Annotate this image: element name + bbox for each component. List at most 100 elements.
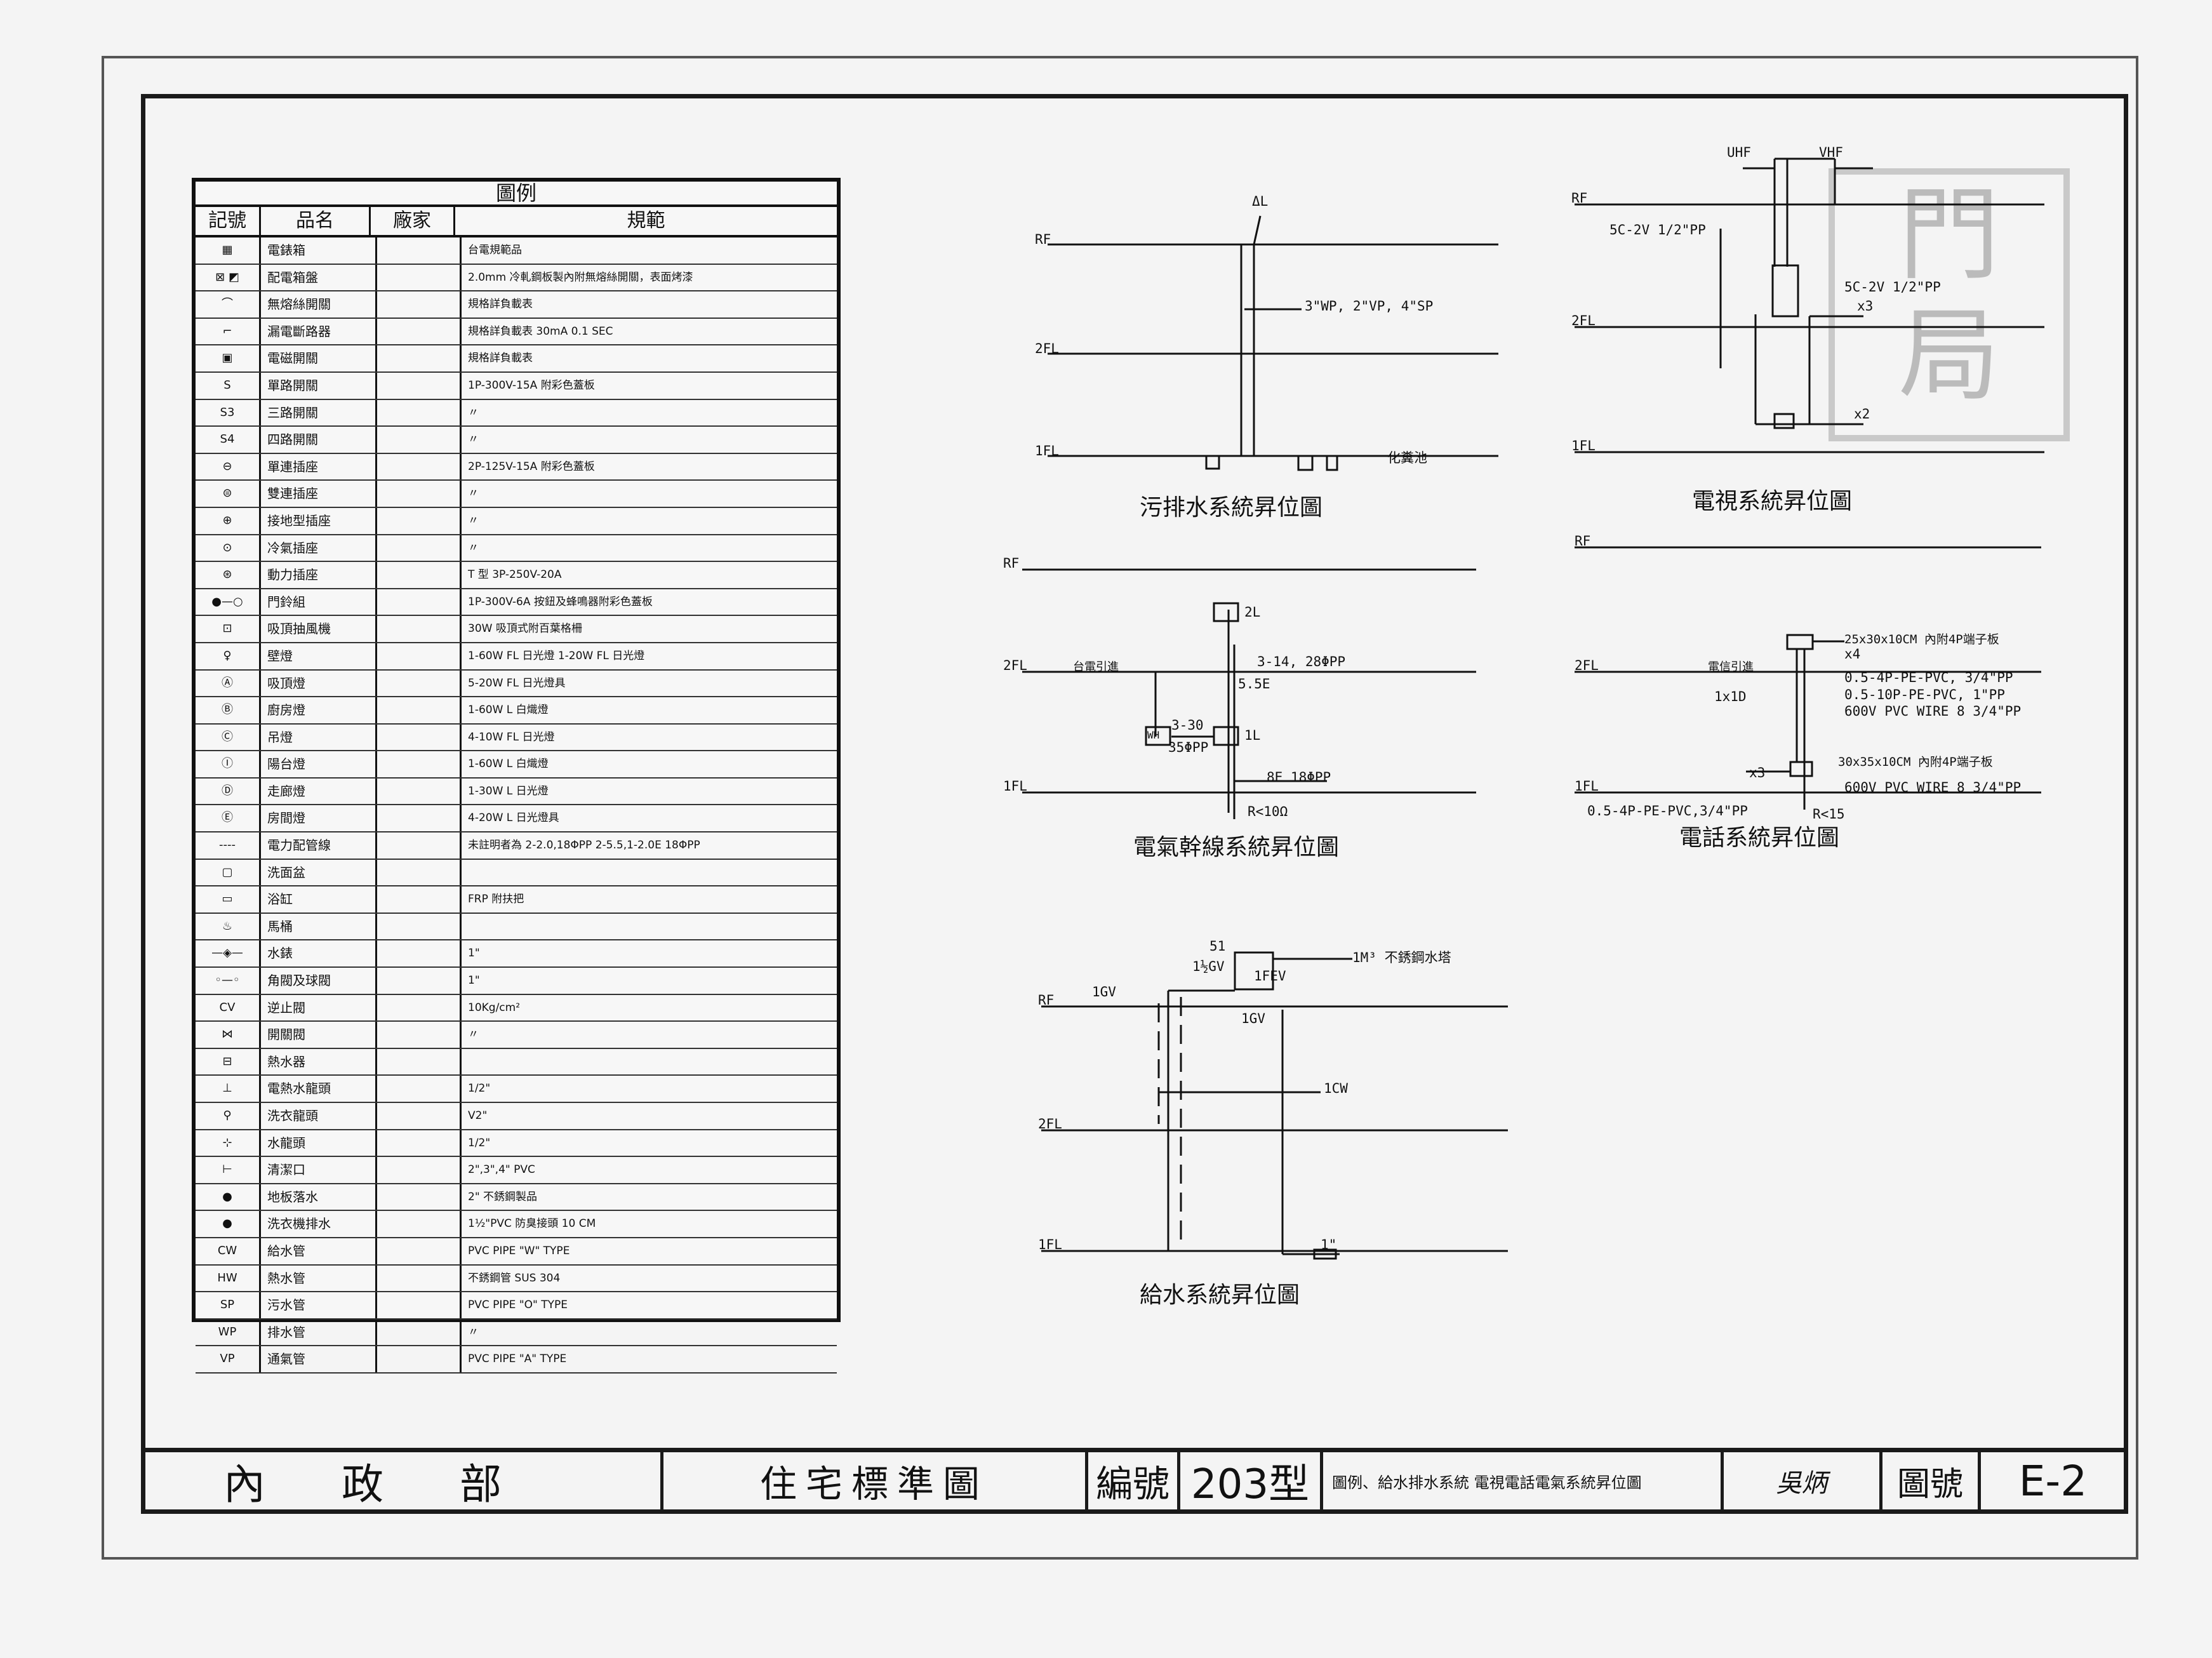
legend-name: 熱水器: [261, 1048, 377, 1075]
legend-spec: 5-20W FL 日光燈具: [468, 676, 566, 690]
legend-spec: 1-30W L 日光燈: [468, 784, 549, 798]
phone-cable1-label: 0.5-4P-PE-PVC, 3/4"PP: [1844, 670, 2013, 685]
sewage-outlet-label: 化糞池: [1387, 450, 1427, 465]
legend-spec: V2": [468, 1109, 488, 1122]
legend-unit: [377, 318, 462, 345]
sewage-vent-label: ΔL: [1252, 194, 1269, 209]
legend-name: 走廊燈: [261, 778, 377, 805]
title-block: 內政部 住宅標準圖 編號 203型 圖例、給水排水系統 電視電話電氣系統昇位圖 …: [141, 1448, 2125, 1509]
legend-symbol: ⊟: [196, 1048, 261, 1075]
title-number: 203型: [1180, 1452, 1323, 1509]
legend-symbol: SP: [196, 1292, 261, 1318]
legend-symbol: ⚲: [196, 1103, 261, 1129]
legend-symbol: S4: [196, 427, 261, 453]
legend-unit: [377, 535, 462, 561]
legend-spec: 2.0mm 冷軋鋼板製內附無熔絲開關，表面烤漆: [468, 271, 693, 284]
legend-row: ⋈開關閥〃: [196, 1022, 837, 1049]
legend-name: 配電箱盤: [261, 264, 377, 291]
legend-spec: PVC PIPE "W" TYPE: [468, 1244, 570, 1257]
legend-unit: [377, 859, 462, 886]
legend-row: ♨馬桶: [196, 913, 837, 941]
legend-unit: [377, 1346, 462, 1372]
tv-caption: 電視系統昇位圖: [1692, 488, 1853, 514]
legend-name: 逆止閥: [261, 994, 377, 1021]
legend-symbol: ⊹: [196, 1130, 261, 1156]
legend-unit: [377, 968, 462, 994]
legend-unit: [377, 264, 462, 291]
legend-spec: 1": [468, 974, 480, 987]
phone-cable2-label: 0.5-10P-PE-PVC, 1"PP: [1844, 687, 2005, 702]
drawing-frame: [141, 94, 2128, 1514]
legend-unit: [377, 913, 462, 940]
paper-border: [102, 56, 2138, 1560]
legend-name: 排水管: [261, 1319, 377, 1346]
power-meterline-label: 3-30: [1171, 718, 1204, 733]
legend-name: 冷氣插座: [261, 535, 377, 561]
legend-spec: 2" 不銹鋼製品: [468, 1190, 538, 1203]
legend-spec: 1-60W L 白熾燈: [468, 758, 549, 771]
water-2fl-label: 2FL: [1038, 1116, 1062, 1132]
legend-unit: [377, 616, 462, 642]
title-org: 內政部: [141, 1452, 663, 1509]
legend-spec: 〃: [468, 433, 479, 446]
legend-unit: [377, 291, 462, 318]
power-1fl-label: 1FL: [1003, 779, 1027, 794]
tv-2fl-label: 2FL: [1571, 313, 1596, 328]
legend-symbol: ♨: [196, 913, 261, 940]
tv-cable1-label: 5C-2V 1/2"PP: [1609, 222, 1706, 237]
phone-2fl-label: 2FL: [1575, 658, 1599, 673]
legend-symbol: S3: [196, 399, 261, 426]
legend-name: 污水管: [261, 1292, 377, 1318]
legend-spec: 規格詳負載表: [468, 352, 533, 365]
legend-name: 電磁開關: [261, 345, 377, 371]
power-feeder2-label: 5.5E: [1238, 676, 1270, 692]
legend-name: 開關閥: [261, 1022, 377, 1048]
legend-unit: [377, 1103, 462, 1129]
legend-row: ▣電磁開關規格詳負載表: [196, 345, 837, 373]
legend-unit: [377, 237, 462, 264]
legend-name: 陽台燈: [261, 751, 377, 777]
legend-name: 洗面盆: [261, 859, 377, 886]
sewage-1fl-label: 1FL: [1035, 443, 1059, 458]
legend-symbol: ⊡: [196, 616, 261, 642]
water-size-label: 1": [1321, 1237, 1337, 1252]
legend-name: 電熱水龍頭: [261, 1076, 377, 1102]
legend-name: 無熔絲開關: [261, 291, 377, 318]
phone-x3-label: x3: [1749, 765, 1766, 780]
header-symbol: 記號: [196, 207, 261, 235]
legend-name: 洗衣機排水: [261, 1211, 377, 1237]
legend-symbol: ⊢: [196, 1157, 261, 1183]
power-2fl-label: 2FL: [1003, 658, 1027, 673]
legend-name: 水錶: [261, 940, 377, 967]
legend-unit: [377, 1076, 462, 1102]
power-1l-label: 1L: [1244, 728, 1261, 743]
legend-spec: 規格詳負載表 30mA 0.1 SEC: [468, 324, 613, 338]
water-1fl-label: 1FL: [1038, 1237, 1062, 1252]
legend-spec: T 型 3P-250V-20A: [468, 568, 562, 582]
legend-spec: 2",3",4" PVC: [468, 1163, 535, 1177]
legend-name: 吸頂燈: [261, 670, 377, 697]
legend-unit: [377, 427, 462, 453]
legend-spec: 〃: [468, 1325, 479, 1339]
legend-unit: [377, 507, 462, 534]
phone-box1-label: 25x30x10CM 內附4P端子板: [1844, 632, 1999, 646]
legend-unit: [377, 1319, 462, 1346]
legend-name: 地板落水: [261, 1184, 377, 1210]
legend-unit: [377, 805, 462, 832]
water-gv-label: 1GV: [1092, 984, 1116, 999]
